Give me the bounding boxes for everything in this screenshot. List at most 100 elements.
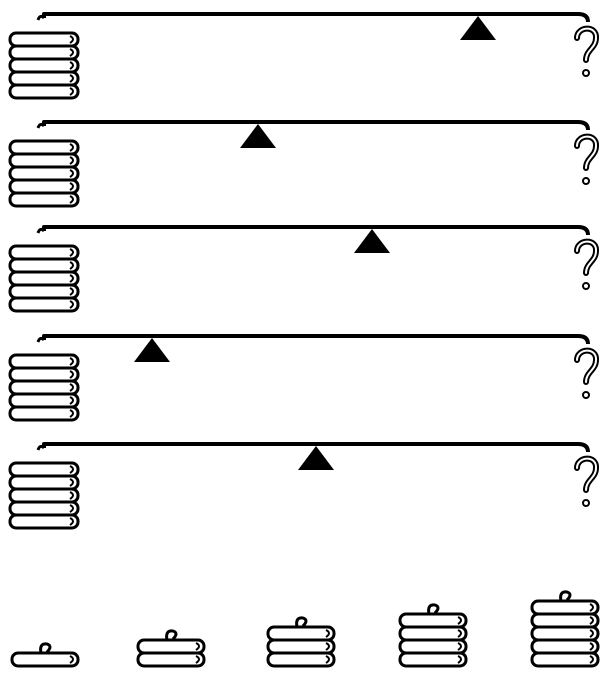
balance-row xyxy=(8,12,599,100)
unknown-question-mark xyxy=(574,133,599,185)
answer-option xyxy=(530,590,600,668)
balance-row xyxy=(8,442,599,530)
weight-curl xyxy=(69,143,74,152)
weight-layer xyxy=(8,270,80,287)
weight-layer xyxy=(530,612,600,629)
weight-layer xyxy=(8,57,80,74)
option-hook xyxy=(427,603,440,615)
question-dot xyxy=(582,282,590,290)
option-hook xyxy=(295,616,308,628)
answer-options xyxy=(10,590,600,668)
option-weight xyxy=(530,599,600,668)
weight-curl xyxy=(325,642,330,651)
weight-layer xyxy=(8,44,80,61)
weight-curl xyxy=(69,182,74,191)
option-weight xyxy=(398,612,468,668)
weight-curl xyxy=(69,655,74,664)
weight-layer xyxy=(8,513,80,530)
weight-layer xyxy=(8,178,80,195)
weight-curl xyxy=(589,642,594,651)
weight-curl xyxy=(69,195,74,204)
weight-layer xyxy=(8,139,80,156)
weight-curl xyxy=(69,261,74,270)
weight-curl xyxy=(69,48,74,57)
weight-layer xyxy=(8,152,80,169)
answer-option xyxy=(136,629,206,668)
option-hook xyxy=(39,642,52,654)
answer-option xyxy=(266,616,336,668)
left-weight xyxy=(8,244,80,313)
left-weight xyxy=(8,31,80,100)
unknown-question-mark xyxy=(574,347,599,399)
answer-option xyxy=(398,603,468,668)
weight-curl xyxy=(69,300,74,309)
weight-curl xyxy=(457,616,462,625)
balance-row xyxy=(8,334,599,422)
fulcrum-triangle xyxy=(240,124,276,148)
weight-layer xyxy=(398,625,468,642)
weight-curl xyxy=(589,616,594,625)
weight-curl xyxy=(69,274,74,283)
weight-layer xyxy=(8,405,80,422)
unknown-question-mark xyxy=(574,25,599,77)
weight-layer xyxy=(8,244,80,261)
weight-layer xyxy=(136,638,206,655)
weight-layer xyxy=(8,296,80,313)
balance-row xyxy=(8,225,599,313)
weight-layer xyxy=(8,165,80,182)
fulcrum-triangle xyxy=(354,229,390,253)
weight-curl xyxy=(457,642,462,651)
balance-beam xyxy=(42,442,590,453)
weight-layer xyxy=(530,625,600,642)
question-dot xyxy=(582,499,590,507)
weight-curl xyxy=(195,655,200,664)
weight-curl xyxy=(69,370,74,379)
answer-option xyxy=(10,642,80,668)
option-weight xyxy=(136,638,206,668)
weight-curl xyxy=(457,655,462,664)
weight-layer xyxy=(8,379,80,396)
fulcrum-triangle xyxy=(460,16,496,40)
unknown-question-mark xyxy=(574,455,599,507)
question-inner xyxy=(576,457,598,491)
question-inner xyxy=(576,240,598,274)
question-dot xyxy=(582,391,590,399)
question-inner xyxy=(576,27,598,61)
left-weight xyxy=(8,461,80,530)
weight-layer xyxy=(8,70,80,87)
weight-curl xyxy=(69,248,74,257)
weight-layer xyxy=(10,651,80,668)
weight-layer xyxy=(8,366,80,383)
weight-curl xyxy=(69,517,74,526)
weight-curl xyxy=(69,287,74,296)
unknown-question-mark xyxy=(574,238,599,290)
weight-curl xyxy=(69,156,74,165)
weight-layer xyxy=(8,191,80,208)
weight-curl xyxy=(69,409,74,418)
question-dot xyxy=(582,69,590,77)
weight-curl xyxy=(69,396,74,405)
balance-beam xyxy=(42,12,590,23)
weight-layer xyxy=(398,612,468,629)
weight-curl xyxy=(457,629,462,638)
weight-curl xyxy=(195,642,200,651)
weight-layer xyxy=(530,651,600,668)
question-dot xyxy=(582,177,590,185)
weight-layer xyxy=(266,625,336,642)
weight-layer xyxy=(136,651,206,668)
weight-curl xyxy=(589,629,594,638)
weight-curl xyxy=(325,629,330,638)
weight-layer xyxy=(530,638,600,655)
weight-layer xyxy=(8,283,80,300)
option-weight xyxy=(10,651,80,668)
balance-rows xyxy=(8,12,599,530)
weight-layer xyxy=(8,500,80,517)
fulcrum-triangle xyxy=(298,446,334,470)
left-weight xyxy=(8,353,80,422)
question-inner xyxy=(576,135,598,169)
question-inner xyxy=(576,349,598,383)
weight-layer xyxy=(8,83,80,100)
weight-curl xyxy=(69,61,74,70)
weight-layer xyxy=(8,487,80,504)
